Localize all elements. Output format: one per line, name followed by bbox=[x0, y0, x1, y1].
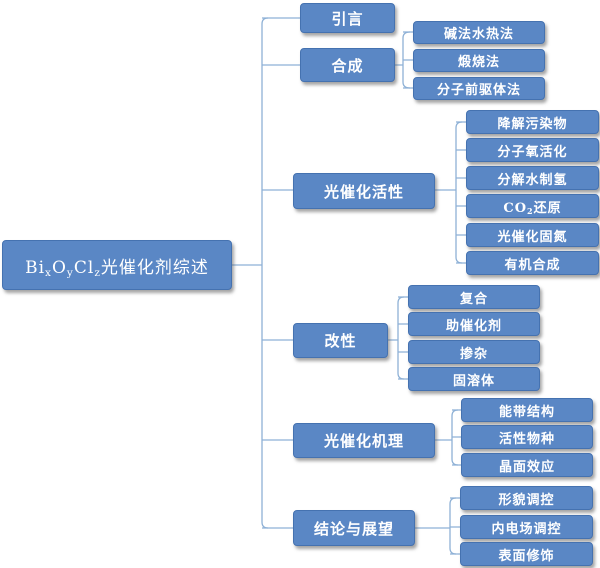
section-activity: 光催化活性 bbox=[293, 173, 435, 209]
leaf-nitrogen-fixation: 光催化固氮 bbox=[466, 223, 599, 247]
leaf-solid-solution: 固溶体 bbox=[408, 367, 540, 391]
connector bbox=[398, 296, 408, 380]
root-sub-y: y bbox=[66, 267, 74, 280]
co2-prefix: CO bbox=[503, 200, 528, 216]
leaf-alkaline-hydrothermal: 碱法水热法 bbox=[413, 21, 545, 44]
leaf-co2-reduction: CO2还原 bbox=[466, 194, 599, 218]
co2-subscript: 2 bbox=[527, 205, 534, 216]
section-introduction: 引言 bbox=[300, 3, 395, 33]
section-modification: 改性 bbox=[293, 323, 388, 358]
root-text-o: O bbox=[51, 257, 67, 278]
root-text-cl: Cl bbox=[73, 257, 95, 278]
bracket-activity bbox=[435, 121, 463, 264]
leaf-surface-modification: 表面修饰 bbox=[460, 542, 593, 566]
connector bbox=[450, 497, 460, 555]
connector bbox=[456, 121, 466, 264]
connector bbox=[452, 409, 461, 466]
leaf-doping: 掺杂 bbox=[408, 340, 540, 364]
leaf-internal-field-control: 内电场调控 bbox=[460, 515, 593, 539]
root-text-bi: Bi bbox=[25, 257, 46, 278]
root-text-suffix: 光催化剂综述 bbox=[100, 257, 209, 278]
leaf-morphology-control: 形貌调控 bbox=[460, 486, 593, 510]
leaf-oxygen-activation: 分子氧活化 bbox=[466, 138, 599, 162]
co2-text: CO2还原 bbox=[503, 197, 561, 216]
section-synthesis: 合成 bbox=[300, 48, 395, 82]
bracket-modification bbox=[388, 296, 405, 380]
leaf-pollutant-degradation: 降解污染物 bbox=[466, 110, 599, 134]
root-sub-x: x bbox=[45, 267, 52, 280]
leaf-calcination: 煅烧法 bbox=[413, 49, 545, 72]
co2-suffix: 还原 bbox=[533, 200, 562, 216]
connector bbox=[403, 31, 413, 89]
root-sub-z: z bbox=[94, 267, 101, 280]
leaf-band-structure: 能带结构 bbox=[461, 398, 593, 422]
leaf-cocatalyst: 助催化剂 bbox=[408, 312, 540, 336]
leaf-facet-effect: 晶面效应 bbox=[461, 453, 593, 477]
leaf-organic-synthesis: 有机合成 bbox=[466, 251, 599, 275]
bracket-conclusion bbox=[415, 497, 457, 555]
root-node: BixOyClz光催化剂综述 bbox=[2, 240, 232, 290]
section-mechanism: 光催化机理 bbox=[293, 423, 435, 458]
root-bracket bbox=[232, 17, 269, 529]
root-title: BixOyClz光催化剂综述 bbox=[25, 253, 209, 280]
leaf-composite: 复合 bbox=[408, 285, 540, 309]
leaf-water-splitting: 分解水制氢 bbox=[466, 166, 599, 190]
leaf-active-species: 活性物种 bbox=[461, 425, 593, 449]
leaf-molecular-precursor: 分子前驱体法 bbox=[413, 77, 545, 100]
section-conclusion: 结论与展望 bbox=[293, 510, 415, 546]
